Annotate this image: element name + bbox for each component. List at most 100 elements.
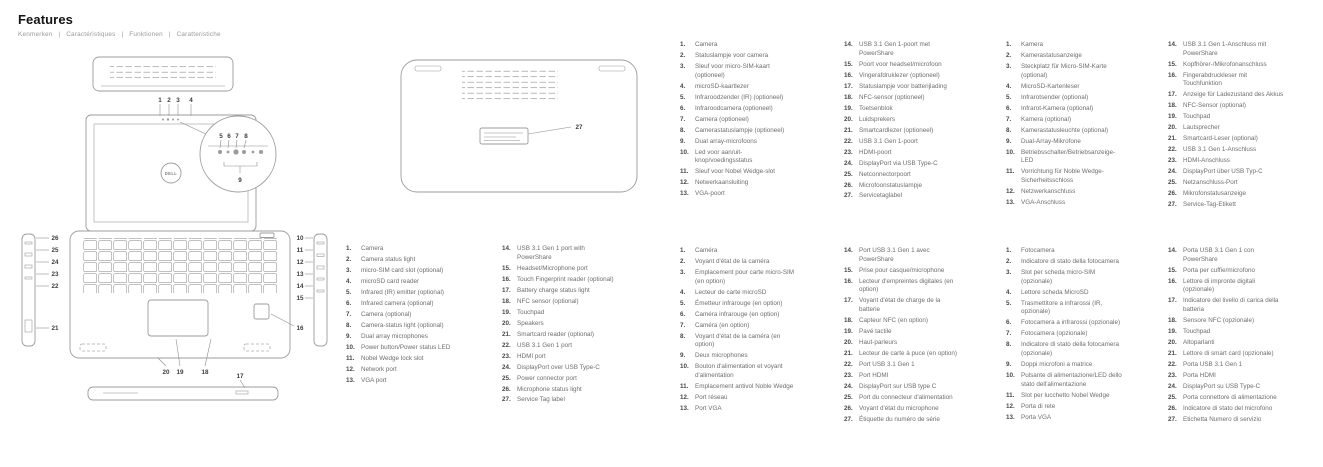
item-number: 19. <box>1168 327 1177 335</box>
item-number: 1. <box>1006 247 1012 254</box>
item-number: 18. <box>1168 102 1177 110</box>
svg-text:7: 7 <box>235 133 239 140</box>
item-number: 6. <box>346 299 352 307</box>
item-number: 2. <box>1006 51 1012 59</box>
camera-detail-callout: 5 6 7 8 9 <box>179 115 277 193</box>
item-number: 1. <box>680 247 686 254</box>
item-text: Headset/Microphone port <box>517 264 588 272</box>
item-number: 20. <box>502 319 511 327</box>
list-item: 6.Infraroodcamera (optioneel) <box>680 105 798 114</box>
fingerprint-reader <box>253 303 270 320</box>
list-item: 24.DisplayPort via USB Type-C <box>844 160 962 169</box>
item-number: 1. <box>680 41 686 48</box>
list-item: 4.MicroSD-Kartenleser <box>1006 83 1124 92</box>
item-number: 11. <box>1006 168 1015 176</box>
item-number: 8. <box>346 321 352 329</box>
list-item: 17.Indicatore del livello di carica dell… <box>1168 297 1286 314</box>
list-item: 17.Statuslampje voor batterijlading <box>844 83 962 92</box>
list-item: 23.Port HDMI <box>844 372 962 381</box>
item-number: 6. <box>1006 104 1012 112</box>
item-number: 20. <box>1168 338 1177 346</box>
item-text: Porta per cuffie/microfono <box>1183 266 1255 274</box>
item-number: 3. <box>680 268 686 276</box>
item-number: 22. <box>502 341 511 349</box>
item-text: USB 3.1 Gen 1-Anschluss mit PowerShare <box>1183 41 1267 57</box>
dell-logo: DELL <box>165 171 178 176</box>
list-item: 3. Steckplatz für Micro-SIM-Karte (option… <box>1006 63 1124 80</box>
item-number: 13. <box>680 190 689 198</box>
list-item: 22.USB 3.1 Gen 1-Anschluss <box>1168 146 1286 155</box>
item-text: Infrared (IR) emitter (optional) <box>361 288 444 296</box>
item-number: 1. <box>1006 41 1012 48</box>
item-number: 10. <box>1006 371 1015 379</box>
keyboard <box>82 238 278 293</box>
list-item: 20. Speakers <box>502 320 620 329</box>
item-text: Network port <box>361 365 397 373</box>
item-text: Touchpad <box>1183 113 1211 121</box>
list-item: 9.Dual array microphones <box>346 333 464 342</box>
item-number: 4. <box>346 277 352 285</box>
item-text: USB 3.1 Gen 1-poort met PowerShare <box>859 41 931 57</box>
item-text: Lecteur de carte à puce (en option) <box>859 349 958 357</box>
item-number: 9. <box>680 137 686 145</box>
item-number: 2. <box>680 51 686 59</box>
item-number: 16. <box>844 277 853 285</box>
item-number: 10. <box>1006 148 1015 156</box>
item-text: Microphone status light <box>517 385 582 393</box>
item-text: Steckplatz für Micro-SIM-Karte (optional… <box>1021 62 1107 79</box>
list-item: 3.micro-SIM card slot (optional) <box>346 267 464 276</box>
item-text: Indicatore di stato del microfono <box>1183 404 1273 412</box>
item-text: Porta HDMI <box>1183 371 1216 379</box>
item-text: Dual array microphones <box>361 332 428 340</box>
item-text: Power button/Power status LED <box>361 343 451 351</box>
list-item: 15.Poort voor headset/microfoon <box>844 61 962 70</box>
camera-dot <box>172 118 174 121</box>
item-text: Haut-parleurs <box>859 338 898 346</box>
list-item: 22.Porta USB 3.1 Gen 1 <box>1168 361 1286 370</box>
vent-grille <box>462 70 558 100</box>
item-text: DisplayPort über USB Typ-C <box>1183 168 1263 176</box>
list-item: 16.Lettore di impronte digitali (opziona… <box>1168 278 1286 295</box>
list-item: 6.Infrared camera (optional) <box>346 300 464 309</box>
list-item: 18.Sensore NFC (opzionale) <box>1168 317 1286 326</box>
list-item: 18.NFC-sensor (optioneel) <box>844 94 962 103</box>
item-text: Netzwerkanschluss <box>1021 187 1076 195</box>
item-number: 7. <box>1006 330 1012 338</box>
item-text: Pulsante di alimentazione/LED dello stat… <box>1021 371 1122 388</box>
list-item: 6.Infrarot-Kamera (optional) <box>1006 105 1124 114</box>
item-number: 4. <box>1006 82 1012 90</box>
item-text: Vorrichtung für Noble Wedge-Sicherheitss… <box>1021 168 1104 184</box>
page-subtitle: Kenmerken | Caractéristiques | Funktione… <box>18 31 221 38</box>
item-number: 24. <box>1168 382 1177 390</box>
list-item: 12.Netzwerkanschluss <box>1006 188 1124 197</box>
list-item: 14.Port USB 3.1 Gen 1 avec PowerShare <box>844 247 962 264</box>
item-text: VGA port <box>361 376 387 384</box>
laptop-right-side-view <box>313 233 328 347</box>
item-number: 26. <box>1168 190 1177 198</box>
item-text: Camera (optional) <box>361 310 412 318</box>
item-text: Battery charge status light <box>517 286 590 294</box>
list-item: 7.Kamera (optional) <box>1006 116 1124 125</box>
feature-list-german-items-14-27: 14.USB 3.1 Gen 1-Anschluss mit PowerShar… <box>1168 41 1286 212</box>
item-text: Speakers <box>517 319 544 327</box>
item-number: 21. <box>502 330 511 338</box>
list-item: 13.VGA-Anschluss <box>1006 199 1124 208</box>
item-number: 19. <box>844 104 853 112</box>
item-text: Kopfhörer-/Mikrofonanschluss <box>1183 60 1267 68</box>
laptop-left-side-view <box>21 233 36 347</box>
list-item: 12.Network port <box>346 366 464 375</box>
item-number: 3. <box>1006 62 1012 70</box>
item-number: 2. <box>346 255 352 263</box>
callout-label-27: 27 <box>527 124 583 135</box>
item-number: 18. <box>844 317 853 324</box>
list-item: 13.VGA-poort <box>680 190 798 199</box>
item-text: micro-SIM card slot (optional) <box>361 266 444 274</box>
list-item: 12.Port réseau <box>680 394 798 403</box>
item-number: 2. <box>680 257 686 265</box>
item-text: DisplayPort via USB Type-C <box>859 159 938 167</box>
item-number: 15. <box>844 60 853 68</box>
item-number: 10. <box>346 343 355 351</box>
svg-text:23: 23 <box>51 271 59 278</box>
